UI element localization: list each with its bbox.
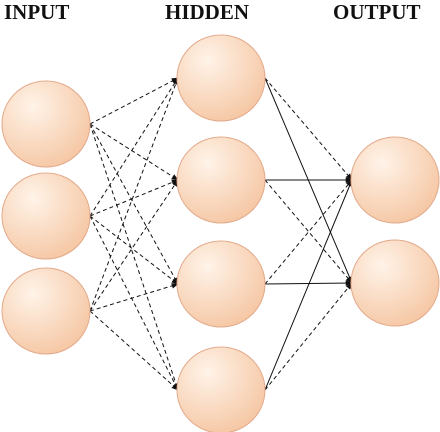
edge-input-1-to-hidden-4 bbox=[89, 123, 179, 391]
edge-hidden-3-to-output-1 bbox=[264, 179, 353, 285]
hidden-node-2 bbox=[176, 136, 266, 224]
edge-hidden-4-to-output-2 bbox=[264, 282, 353, 391]
edge-input-2-to-hidden-1 bbox=[89, 77, 179, 217]
edge-hidden-4-to-output-1 bbox=[264, 179, 353, 391]
edge-input-3-to-hidden-1 bbox=[89, 77, 179, 312]
connections bbox=[89, 77, 353, 391]
input-layer-label: INPUT bbox=[4, 0, 69, 24]
edge-hidden-1-to-output-1 bbox=[264, 77, 353, 181]
hidden-node-1 bbox=[176, 34, 266, 122]
input-node-1 bbox=[1, 80, 91, 168]
edge-hidden-3-to-output-2 bbox=[264, 280, 353, 286]
edge-input-3-to-hidden-3 bbox=[89, 283, 179, 312]
edge-input-1-to-hidden-3 bbox=[89, 123, 179, 285]
edge-input-1-to-hidden-2 bbox=[89, 123, 179, 181]
hidden-node-4 bbox=[176, 346, 266, 432]
edge-input-3-to-hidden-2 bbox=[89, 179, 179, 312]
output-node-2 bbox=[350, 239, 440, 327]
edge-input-2-to-hidden-4 bbox=[89, 215, 179, 391]
input-node-3 bbox=[1, 267, 91, 355]
edge-hidden-2-to-output-2 bbox=[264, 179, 353, 284]
edge-input-2-to-hidden-3 bbox=[89, 215, 179, 285]
edge-input-2-to-hidden-2 bbox=[89, 179, 179, 217]
hidden-layer-label: HIDDEN bbox=[165, 0, 249, 24]
input-node-2 bbox=[1, 172, 91, 260]
output-node-1 bbox=[350, 136, 440, 224]
output-layer-label: OUTPUT bbox=[333, 0, 421, 24]
edge-input-3-to-hidden-4 bbox=[89, 310, 179, 391]
hidden-node-3 bbox=[176, 240, 266, 328]
edge-input-1-to-hidden-1 bbox=[89, 77, 179, 125]
neurons bbox=[1, 34, 440, 432]
